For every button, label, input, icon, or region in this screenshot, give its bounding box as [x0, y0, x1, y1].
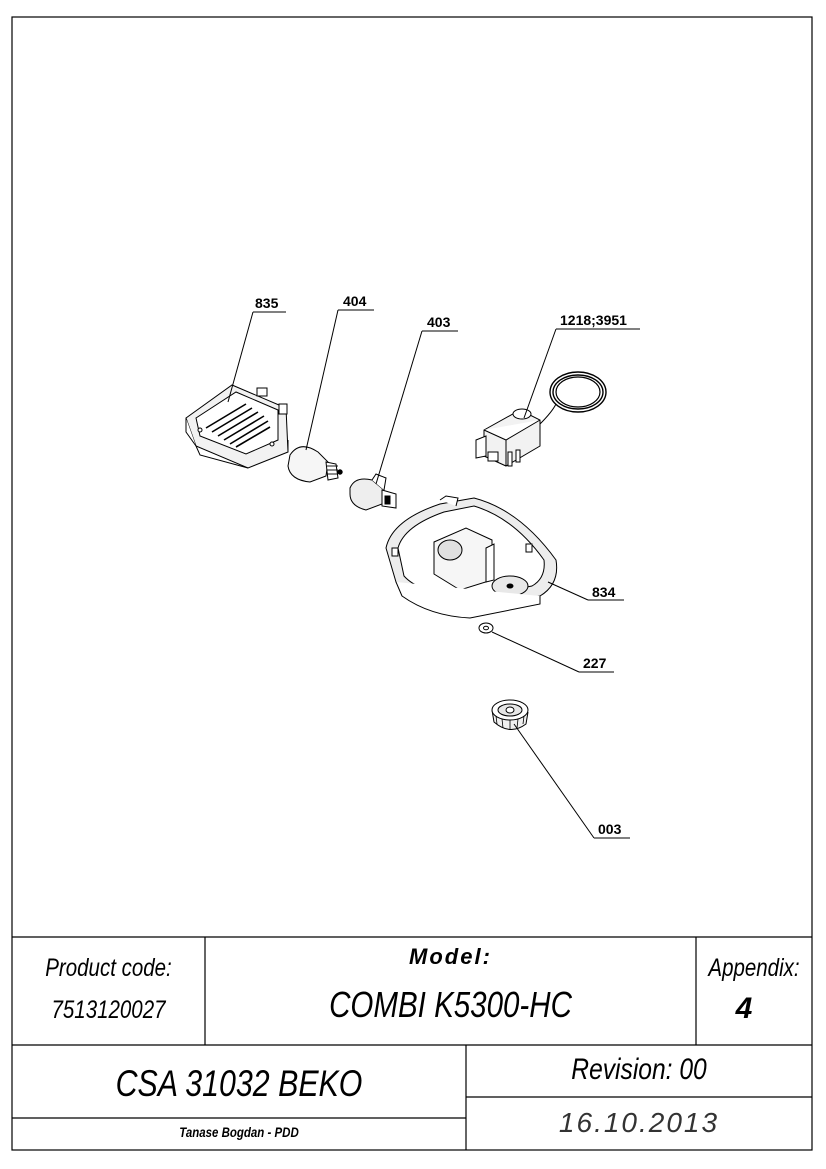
callout-227: 227	[583, 655, 607, 671]
product-code-value: 7513120027	[51, 996, 166, 1024]
part-227-nut	[478, 622, 494, 634]
part-003-knob	[491, 699, 529, 730]
callout-834: 834	[592, 584, 616, 600]
part-404-bulb	[287, 446, 343, 483]
project-name: CSA 31032 BEKO	[115, 1063, 363, 1104]
product-code-label: Product code:	[45, 954, 172, 982]
part-834-housing	[385, 495, 558, 619]
part-835-cover	[185, 384, 289, 469]
title-block-grid	[12, 936, 812, 1150]
part-403-holder	[349, 473, 397, 511]
callout-835: 835	[255, 295, 279, 311]
callout-003: 003	[598, 821, 622, 837]
author: Tanase Bogdan - PDD	[179, 1124, 299, 1140]
callout-1218: 1218;3951	[560, 312, 627, 328]
appendix-value: 4	[735, 992, 753, 1025]
revision: Revision: 00	[571, 1053, 707, 1086]
leader-lines	[227, 309, 640, 839]
sheet-border	[11, 16, 813, 1151]
model-label: Model:	[409, 944, 492, 969]
appendix-label: Appendix:	[708, 954, 800, 982]
callout-404: 404	[343, 293, 367, 309]
part-1218-switch	[475, 371, 607, 467]
callout-403: 403	[427, 314, 451, 330]
date: 16.10.2013	[558, 1107, 720, 1138]
model-value: COMBI K5300-HC	[329, 984, 572, 1025]
